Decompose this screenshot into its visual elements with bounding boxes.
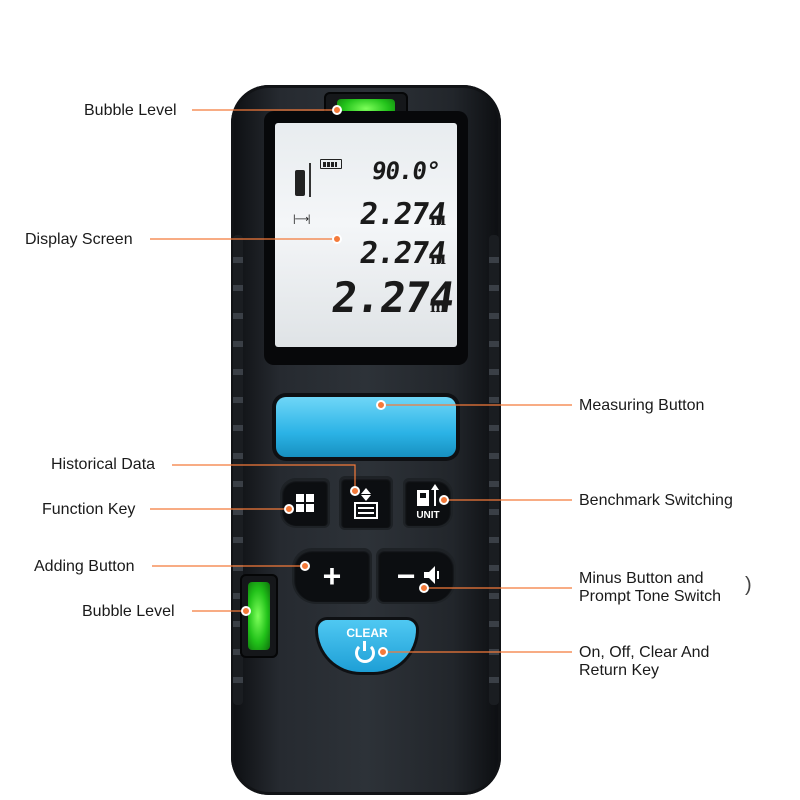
- callout-dot-measure: [376, 400, 386, 410]
- historical-data-key[interactable]: [341, 478, 391, 528]
- callout-dot-add: [300, 561, 310, 571]
- height-arrow-icon: [309, 163, 311, 197]
- label-display-screen: Display Screen: [25, 231, 133, 248]
- measuring-button[interactable]: [276, 397, 456, 457]
- callout-dot-power: [378, 647, 388, 657]
- lcd-unit-main: m: [430, 298, 446, 316]
- lcd-unit-1: m: [430, 211, 446, 229]
- left-grip: [233, 235, 243, 705]
- distance-icon: |⟶|: [293, 214, 311, 225]
- label-power-key-2: Return Key: [579, 662, 660, 679]
- grid-icon: [295, 493, 315, 513]
- adding-button[interactable]: +: [294, 550, 370, 602]
- right-grip: [489, 235, 499, 705]
- battery-icon: [320, 159, 342, 169]
- power-icon: [355, 641, 375, 663]
- label-minus-bracket: ): [745, 574, 752, 596]
- callout-dot-minus: [419, 583, 429, 593]
- label-measuring-button: Measuring Button: [579, 397, 705, 414]
- callout-dot-history: [350, 486, 360, 496]
- label-adding-button: Adding Button: [34, 558, 135, 575]
- lcd-unit-2: m: [430, 250, 446, 268]
- device-reference-icon: [295, 170, 305, 196]
- label-power-key-1: On, Off, Clear And: [579, 644, 710, 661]
- callout-dot-display: [332, 234, 342, 244]
- callout-dot-side-level: [241, 606, 251, 616]
- label-side-bubble-level: Bubble Level: [82, 603, 175, 620]
- display-screen: [275, 123, 457, 347]
- on-off-clear-button[interactable]: CLEAR: [318, 620, 416, 672]
- history-icon: [353, 486, 379, 520]
- callout-dot-function: [284, 504, 294, 514]
- side-bubble-vial: [248, 582, 270, 650]
- clear-label: CLEAR: [346, 626, 388, 640]
- plus-icon: +: [322, 558, 342, 594]
- callout-dot-unit: [439, 495, 449, 505]
- unit-label: UNIT: [416, 510, 440, 521]
- label-benchmark-switching: Benchmark Switching: [579, 492, 733, 509]
- label-historical-data: Historical Data: [51, 456, 156, 473]
- minus-icon: −: [396, 558, 416, 594]
- minus-button[interactable]: −: [378, 550, 454, 602]
- speaker-icon: [422, 564, 442, 586]
- label-minus-button-2: Prompt Tone Switch: [579, 588, 721, 605]
- unit-icon: [414, 484, 442, 508]
- label-minus-button-1: Minus Button and: [579, 570, 704, 587]
- leader-history: [172, 464, 356, 491]
- label-top-bubble-level: Bubble Level: [84, 102, 177, 119]
- function-key[interactable]: [282, 480, 328, 526]
- callout-dot-top-level: [332, 105, 342, 115]
- label-function-key: Function Key: [42, 501, 136, 518]
- side-bubble-level: [240, 574, 278, 658]
